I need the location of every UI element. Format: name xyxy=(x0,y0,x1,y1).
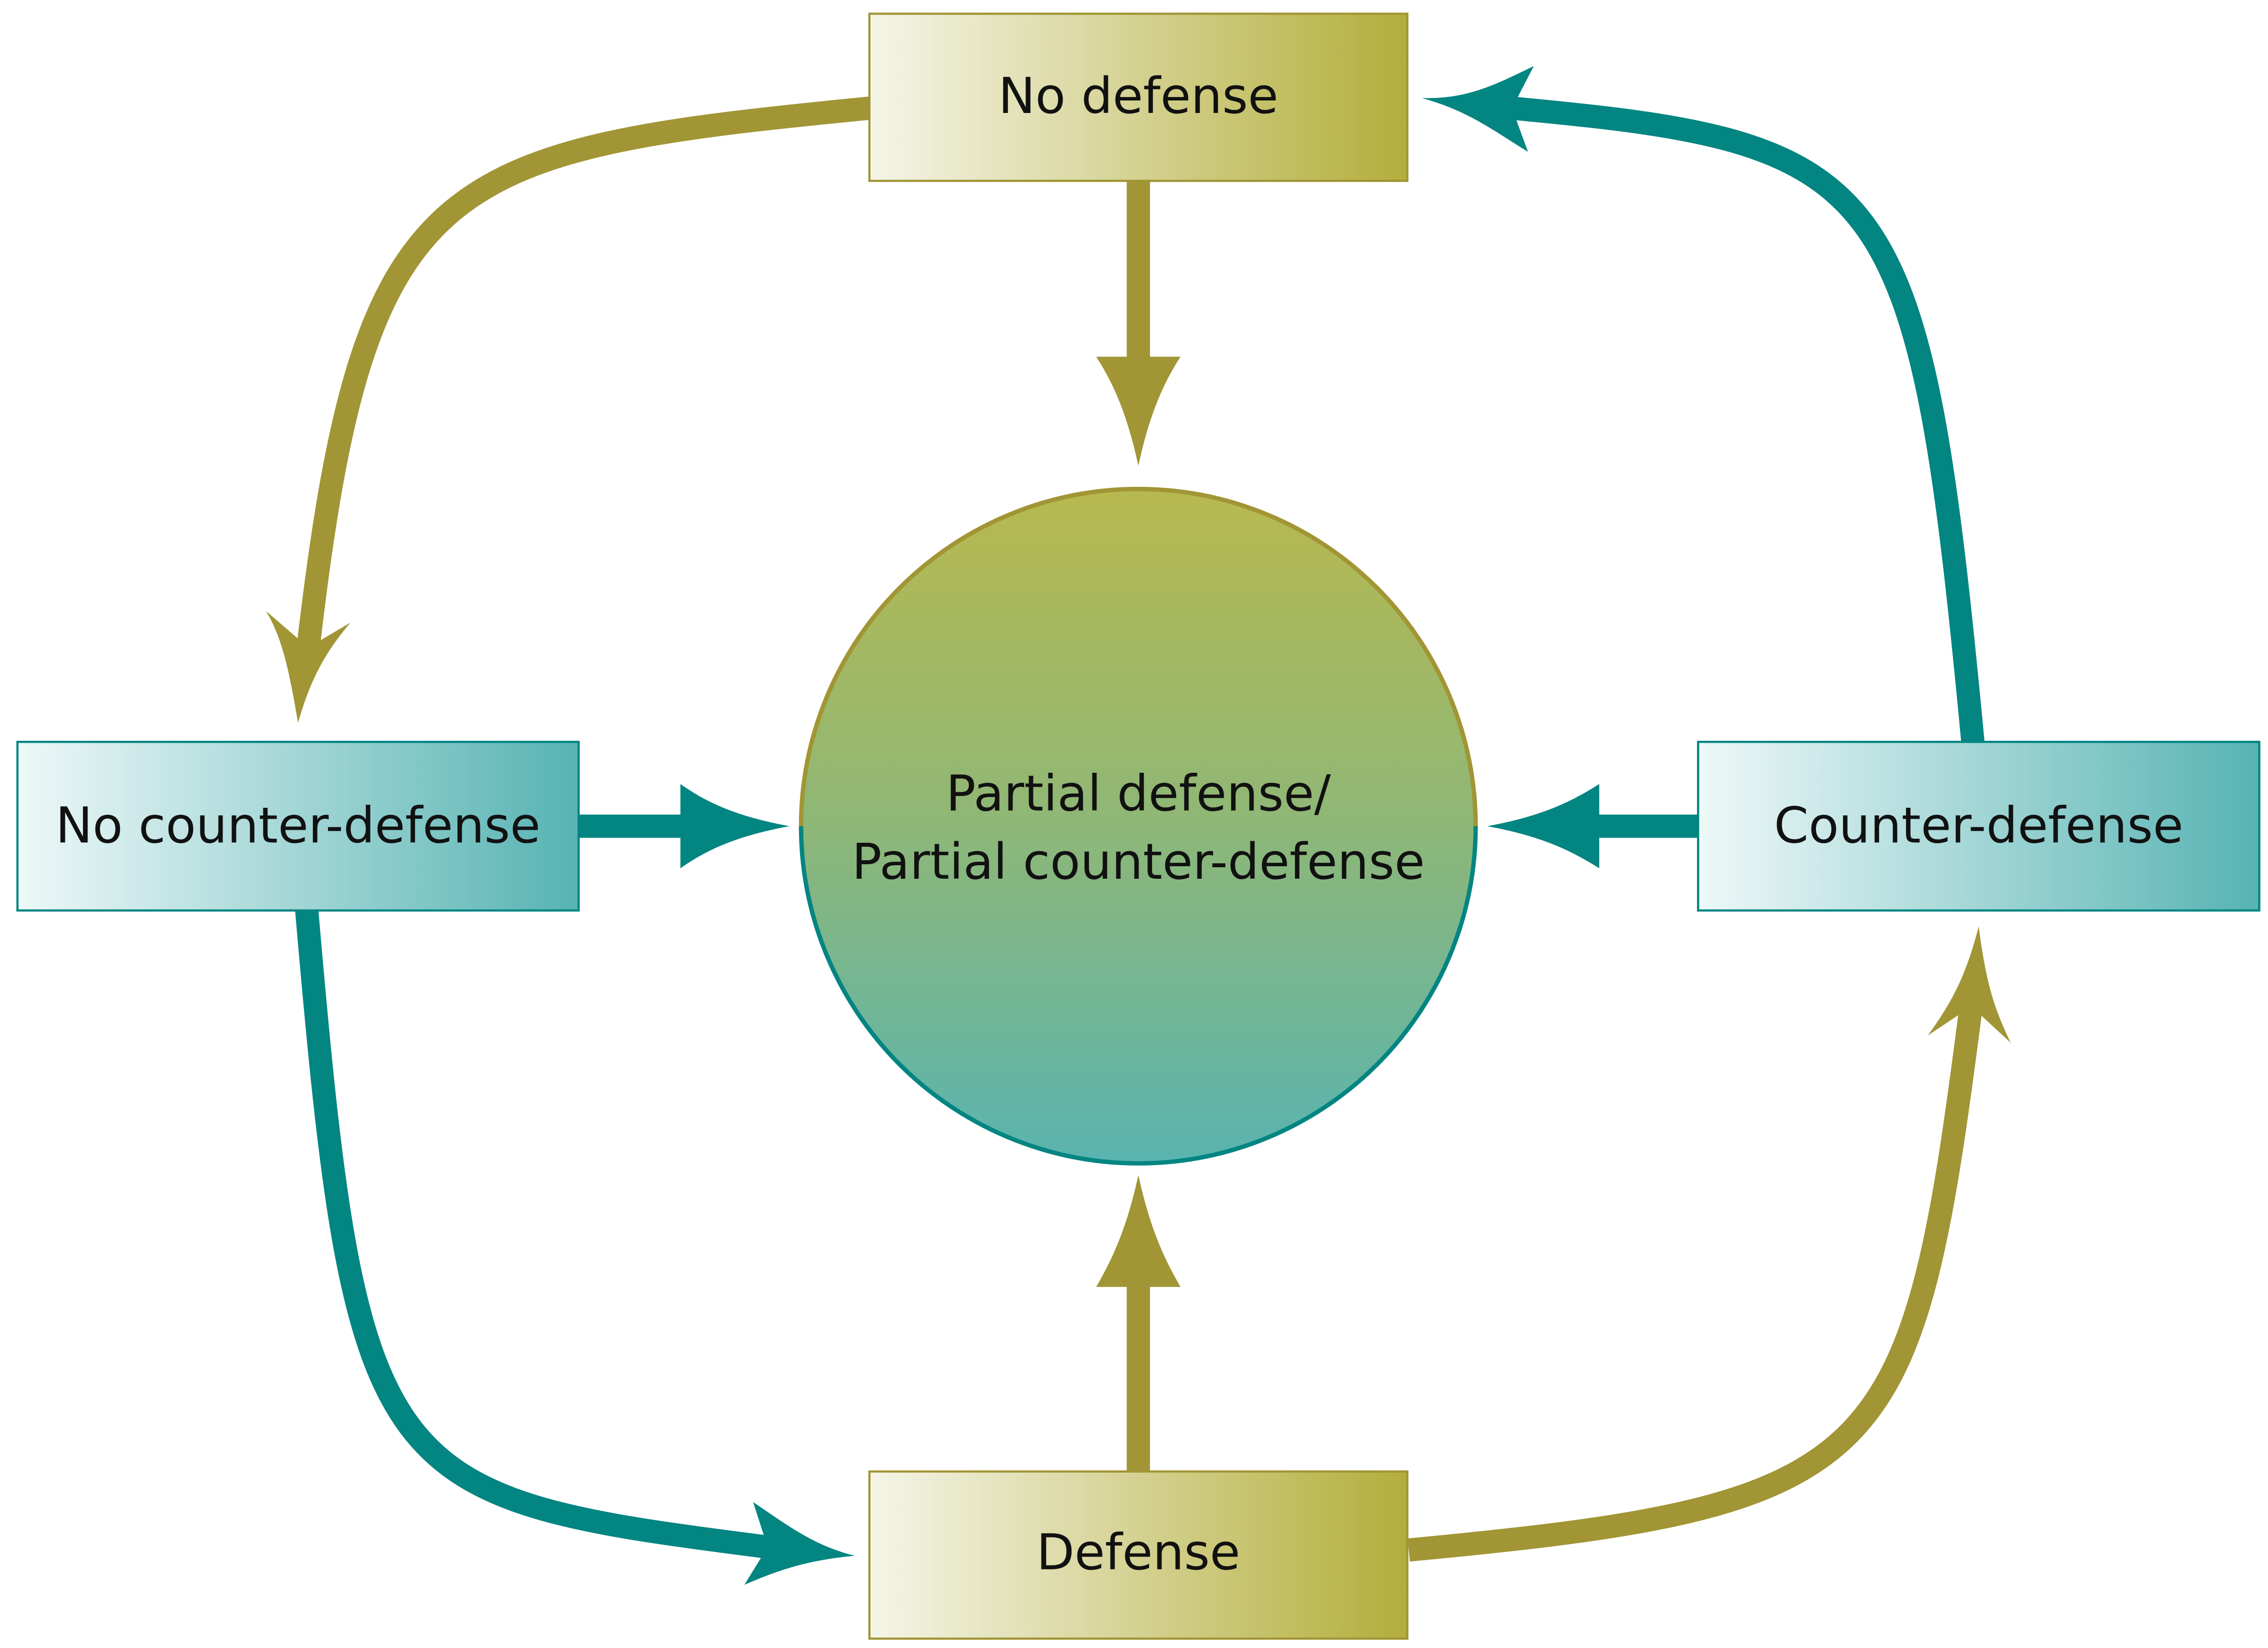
center-label-line1: Partial defense/ xyxy=(946,765,1331,823)
node-no-counter-defense: No counter-defense xyxy=(16,741,580,912)
center-outline-top xyxy=(798,486,1478,826)
arrowhead-counter-defense xyxy=(1928,926,2011,1043)
no-counter-defense-label: No counter-defense xyxy=(56,797,540,855)
node-counter-defense: Counter-defense xyxy=(1697,741,2260,912)
center-outline-bottom xyxy=(798,826,1478,1166)
defense-label: Defense xyxy=(1036,1524,1240,1581)
counter-defense-label: Counter-defense xyxy=(1774,797,2184,855)
arrowhead-center-from-top xyxy=(1096,356,1181,466)
node-defense: Defense xyxy=(868,1470,1408,1640)
arrow-no-counter-defense-to-defense xyxy=(295,909,770,1559)
arrowhead-no-defense xyxy=(1422,66,1534,152)
arrow-counter-defense-to-no-defense xyxy=(1510,96,1984,743)
arrowhead-center-from-left xyxy=(680,784,790,869)
arrowhead-no-counter-defense xyxy=(266,611,350,723)
node-no-defense: No defense xyxy=(868,12,1408,182)
arrowhead-center-from-right xyxy=(1487,784,1600,869)
center-label-line2: Partial counter-defense xyxy=(852,833,1425,891)
arrowhead-center-from-bottom xyxy=(1096,1175,1181,1287)
arrow-no-defense-to-no-counter-defense xyxy=(296,96,871,649)
no-defense-label: No defense xyxy=(998,67,1278,125)
arrow-defense-to-counter-defense xyxy=(1408,1002,1983,1562)
center-node: Partial defense/ Partial counter-defense xyxy=(798,486,1478,1166)
arrowhead-defense xyxy=(744,1502,855,1585)
